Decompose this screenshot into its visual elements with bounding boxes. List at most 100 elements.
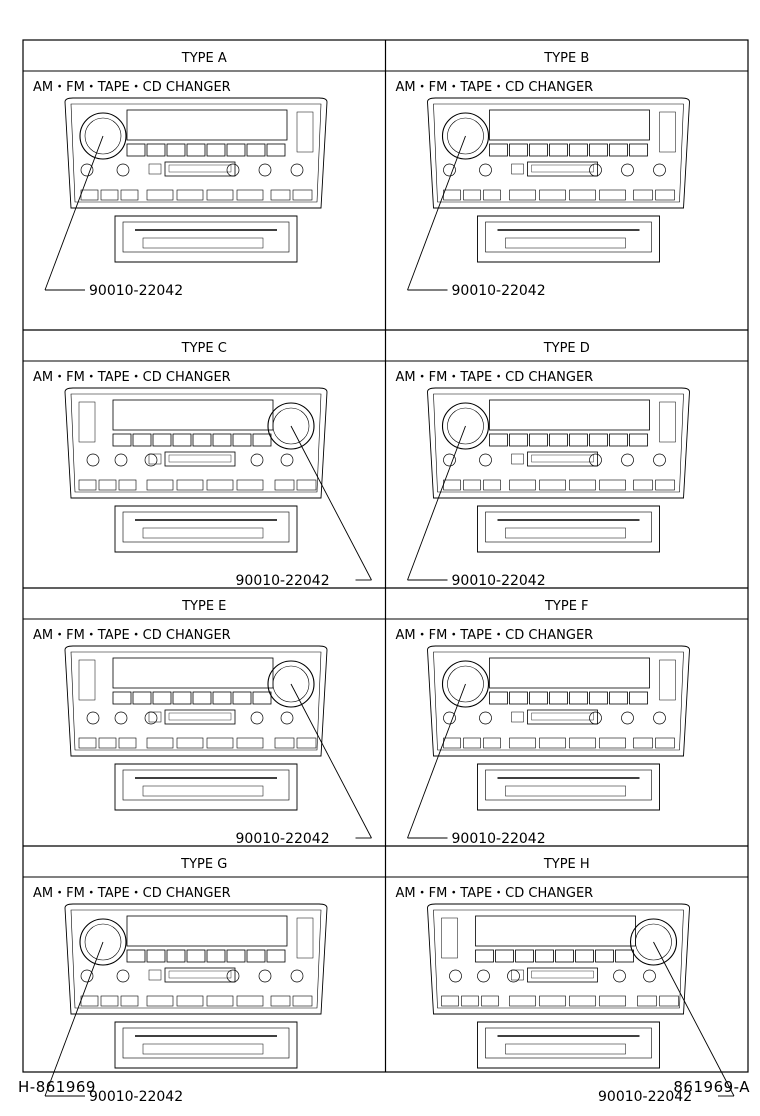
preset-button [266, 143, 286, 157]
leader-line-diagonal [290, 683, 372, 839]
radio-display [489, 109, 650, 141]
radio-display [489, 657, 650, 689]
radio-display [112, 657, 274, 689]
preset-button [535, 949, 554, 963]
round-control-button [653, 453, 666, 467]
preset-button [515, 949, 534, 963]
panel-subtitle: AM・FM・TAPE・CD CHANGER [396, 370, 594, 385]
seek-track-block [296, 111, 314, 153]
preset-button [569, 143, 588, 157]
function-button [599, 737, 626, 749]
cd-changer-label-strip [505, 237, 626, 249]
radio-display [112, 399, 274, 431]
round-control-button [443, 453, 456, 467]
preset-button [172, 433, 192, 447]
round-control-button [589, 453, 602, 467]
mode-button [637, 995, 657, 1007]
leader-line-diagonal [44, 135, 104, 291]
volume-knob-inner [84, 117, 122, 155]
panel-type-label: TYPE C [181, 341, 227, 356]
function-button [146, 995, 174, 1007]
mode-button [120, 995, 139, 1007]
round-control-button [479, 711, 492, 725]
preset-button [615, 949, 634, 963]
panel-type-label: TYPE F [544, 599, 589, 614]
mode-button [292, 189, 313, 201]
preset-button [246, 949, 266, 963]
radio-display [126, 915, 288, 947]
cassette-slot [164, 161, 236, 177]
panel-subtitle: AM・FM・TAPE・CD CHANGER [396, 628, 594, 643]
preset-button [509, 143, 528, 157]
cd-changer-face [485, 1027, 652, 1059]
panel-type-label: TYPE E [181, 599, 226, 614]
function-button [176, 189, 204, 201]
preset-button [132, 433, 152, 447]
volume-knob-inner [84, 923, 122, 961]
panel-type-label: TYPE D [543, 341, 590, 356]
preset-button [232, 433, 252, 447]
eject-button [148, 969, 162, 981]
leader-line-diagonal [407, 425, 466, 581]
cassette-slot [527, 967, 598, 983]
preset-button [549, 143, 568, 157]
preset-button [609, 691, 628, 705]
mode-button [274, 479, 295, 491]
preset-button [152, 433, 172, 447]
preset-button [549, 433, 568, 447]
cd-changer-label-strip [142, 237, 264, 249]
volume-knob [441, 660, 490, 708]
volume-knob-inner [447, 407, 484, 445]
round-control-button [116, 969, 130, 983]
cassette-slot [164, 709, 236, 725]
leader-line-diagonal [407, 135, 466, 291]
function-button [509, 995, 536, 1007]
function-button [236, 737, 264, 749]
part-number-label: 90010-22042 [452, 573, 546, 589]
round-control-button [280, 711, 294, 725]
preset-button [226, 949, 246, 963]
eject-button [511, 711, 524, 723]
preset-button [212, 691, 232, 705]
cassette-slot-inner [531, 454, 594, 463]
panel-subtitle: AM・FM・TAPE・CD CHANGER [33, 370, 231, 385]
round-control-button [86, 711, 100, 725]
function-button [146, 479, 174, 491]
radio-inner-frame [70, 651, 322, 751]
mode-button [633, 189, 653, 201]
cassette-slot [527, 709, 598, 725]
preset-button [495, 949, 514, 963]
function-button [509, 737, 536, 749]
panel-subtitle: AM・FM・TAPE・CD CHANGER [396, 80, 594, 95]
panel-subtitle: AM・FM・TAPE・CD CHANGER [33, 886, 231, 901]
mode-button [481, 995, 499, 1007]
preset-button [595, 949, 614, 963]
cassette-slot-inner [531, 712, 594, 721]
mode-button [463, 479, 481, 491]
mode-button [443, 479, 461, 491]
function-button [539, 737, 566, 749]
preset-button [246, 143, 266, 157]
function-button [206, 479, 234, 491]
round-control-button [643, 969, 656, 983]
round-control-button [621, 711, 634, 725]
round-control-button [449, 969, 462, 983]
mode-button [80, 189, 99, 201]
volume-knob-inner [447, 665, 484, 703]
preset-button [172, 691, 192, 705]
part-number-label: 90010-22042 [598, 1089, 692, 1105]
round-control-button [443, 711, 456, 725]
round-control-button [80, 163, 94, 177]
volume-knob [79, 112, 127, 160]
mode-button [655, 479, 675, 491]
preset-button [146, 143, 166, 157]
round-control-button [653, 711, 666, 725]
mode-button [274, 737, 295, 749]
round-control-button [226, 163, 240, 177]
preset-button [489, 433, 508, 447]
mode-button [659, 995, 679, 1007]
volume-knob-inner [635, 923, 672, 961]
